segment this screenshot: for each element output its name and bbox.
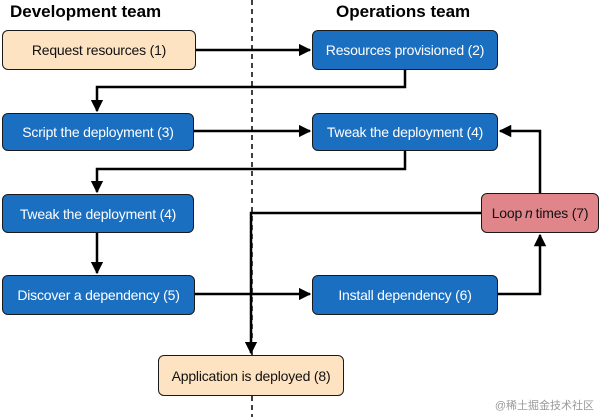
development-team-heading: Development team — [10, 2, 162, 21]
watermark: @稀土掘金技术社区 — [494, 400, 594, 412]
step-application-deployed: Application is deployed (8) — [158, 355, 344, 396]
step-script-deployment: Script the deployment (3) — [2, 113, 194, 151]
operations-team-heading: Operations team — [336, 2, 471, 21]
arrow-tweak-ops-to-tweak-dev — [90, 151, 407, 194]
loop-prefix: Loop — [491, 205, 523, 221]
step-tweak-deployment-dev: Tweak the deployment (4) — [2, 194, 194, 233]
loop-suffix: times (7) — [535, 205, 589, 221]
arrow-provisioned-to-script — [90, 70, 407, 113]
step-request-resources: Request resources (1) — [2, 30, 196, 70]
step-loop-n-times: Loop n times (7) — [481, 193, 599, 233]
step-resources-provisioned: Resources provisioned (2) — [312, 30, 498, 70]
arrow-loop-to-deployed — [244, 211, 481, 355]
arrow-install-to-loop — [498, 233, 547, 296]
step-tweak-deployment-ops: Tweak the deployment (4) — [312, 113, 498, 151]
step-install-dependency: Install dependency (6) — [312, 275, 498, 315]
arrow-loop-to-tweak-ops — [498, 124, 542, 193]
loop-n-variable: n — [525, 205, 533, 221]
step-discover-dependency: Discover a dependency (5) — [2, 275, 195, 315]
